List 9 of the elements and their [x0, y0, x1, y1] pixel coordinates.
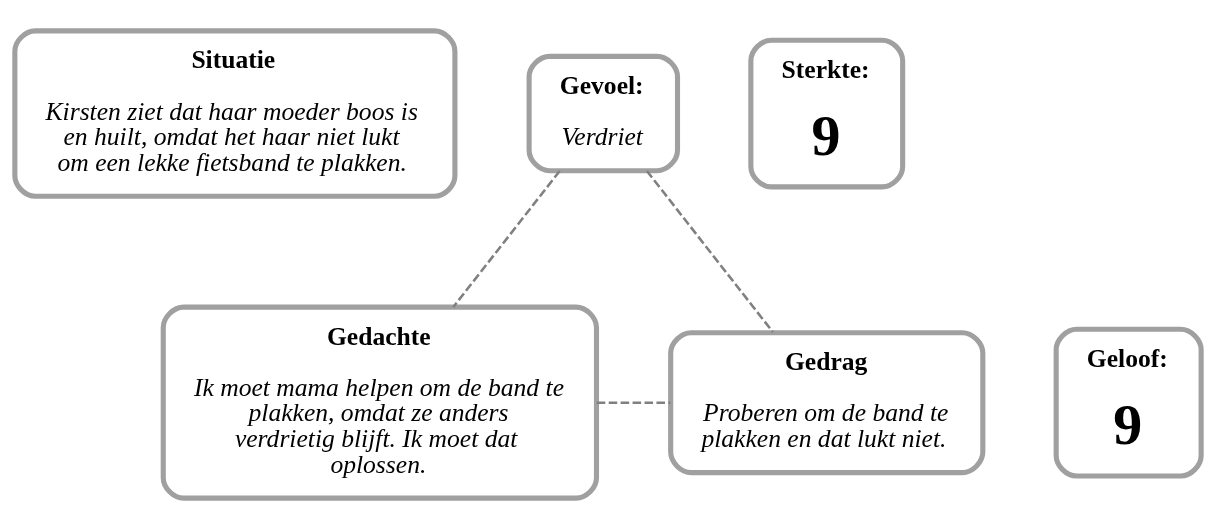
- node-box: Gevoel: Verdriet: [526, 53, 681, 173]
- node-box: Gedachte Ik moet mama helpen om de band te plakken, omdat ze anders verdrietig blijft. Ik moet dat oplossen.: [160, 304, 600, 501]
- node-box: Gedrag Proberen om de band te plakken en dat lukt niet.: [668, 329, 986, 475]
- node-box: Sterkte: 9: [748, 37, 906, 189]
- connector: [596, 400, 671, 404]
- node-box: Geloof: 9: [1053, 326, 1204, 479]
- connector: [645, 169, 774, 333]
- connector: [452, 169, 561, 308]
- node-box: Situatie Kirsten ziet dat haar moeder boos is en huilt, omdat het haar niet lukt om een lekke fietsband te plakken.: [12, 27, 458, 199]
